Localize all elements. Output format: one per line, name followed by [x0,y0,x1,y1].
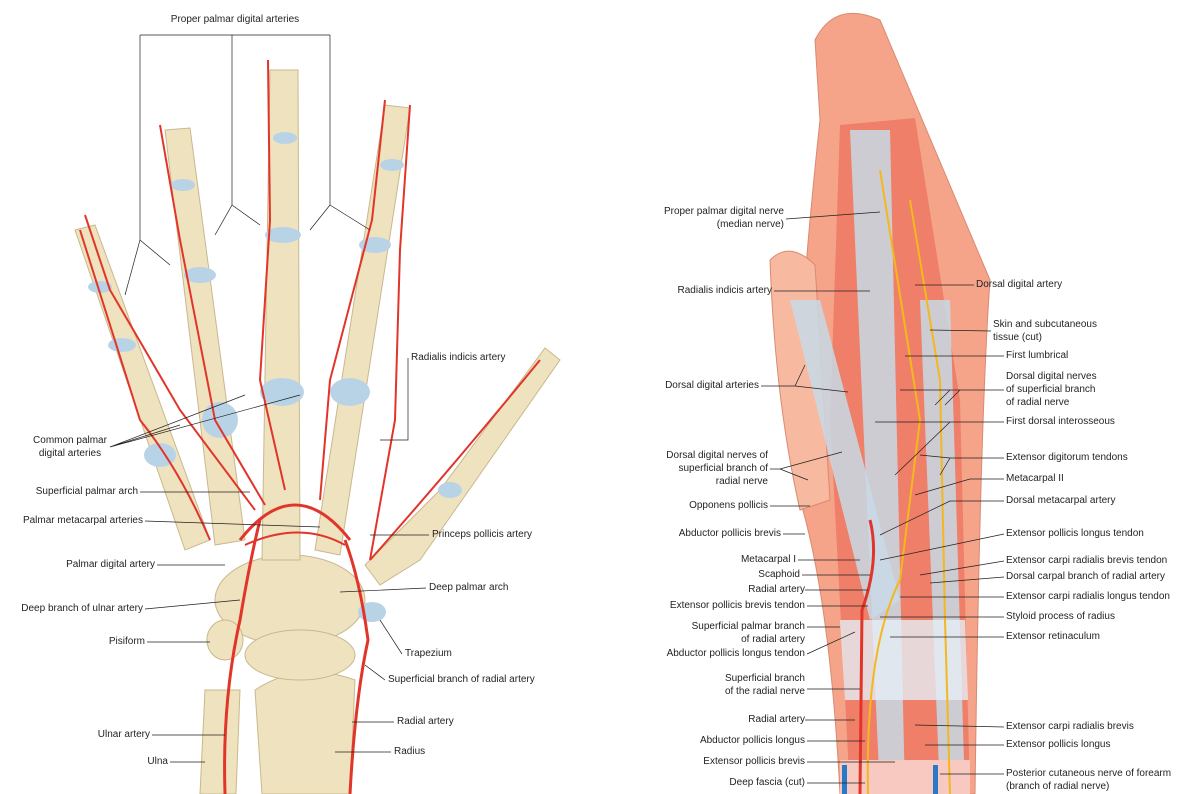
label-line: Dorsal digital nerves of [666,450,768,461]
nerve [866,169,922,794]
label-deep-palmar-arch: Deep palmar arch [429,582,509,593]
label-epb-tendon: Extensor pollicis brevis tendon [669,600,805,611]
label-deep-fascia: Deep fascia (cut) [729,777,805,788]
label-superficial-palmar-branch: Superficial palmar branch of radial arte… [692,620,805,646]
label-first-dorsal-interosseous: First dorsal interosseous [1006,416,1115,427]
ring-finger-bones [164,127,246,546]
label-proper-palmar-digital-arteries: Proper palmar digital arteries [170,14,300,25]
radius-bone [254,671,356,794]
label-superficial-branch-radial-artery: Superficial branch of radial artery [388,674,535,685]
label-metacarpal-ii: Metacarpal II [1006,473,1064,484]
label-line: Skin and subcutaneous [993,319,1097,330]
vein [842,765,847,794]
label-dorsal-digital-nerves-left: Dorsal digital nerves of superficial bra… [666,449,768,488]
label-radial-artery-2: Radial artery [748,714,805,725]
princeps-pollicis-path [369,359,541,561]
label-line: Posterior cutaneous nerve of forearm [1006,768,1172,779]
label-deep-branch-ulnar-artery: Deep branch of ulnar artery [21,603,143,614]
digital-artery-path [159,124,266,506]
thumb-bones [364,347,561,586]
label-abductor-pollicis-brevis: Abductor pollicis brevis [678,528,781,539]
label-extensor-digitorum-tendons: Extensor digitorum tendons [1006,452,1128,463]
label-superficial-palmar-arch: Superficial palmar arch [35,486,138,497]
label-epl: Extensor pollicis longus [1006,739,1111,750]
label-line: (median nerve) [716,219,784,230]
label-ulnar-artery: Ulnar artery [97,729,150,740]
label-posterior-cutaneous-nerve: Posterior cutaneous nerve of forearm (br… [1006,767,1171,793]
label-dorsal-digital-arteries: Dorsal digital arteries [665,380,759,391]
label-line: of the radial nerve [724,686,805,697]
nerve [909,199,951,794]
label-line: tissue (cut) [993,332,1042,343]
digital-artery-path [258,59,286,491]
superficial-palmar-arch-path [238,503,352,541]
label-line: (branch of radial nerve) [1006,781,1110,792]
label-apl-tendon: Abductor pollicis longus tendon [666,648,805,659]
label-radialis-indicis-artery: Radialis indicis artery [411,352,506,363]
label-radius: Radius [394,746,426,757]
left-hand-bones [74,69,561,794]
label-line: radial nerve [715,476,768,487]
radial-artery-right [858,519,876,794]
label-dorsal-carpal-branch: Dorsal carpal branch of radial artery [1006,571,1165,582]
ulnar-artery-path [223,519,262,794]
label-superficial-branch-radial-nerve: Superficial branch of the radial nerve [725,672,805,698]
label-first-lumbrical: First lumbrical [1006,350,1069,361]
carpal-bones [244,629,356,681]
label-radialis-indicis-artery-right: Radialis indicis artery [677,285,772,296]
label-line: of radial artery [741,634,805,645]
digital-artery-path [84,214,256,511]
label-line: superficial branch of [678,463,769,474]
extensor-retinaculum [840,620,968,700]
label-pisiform: Pisiform [108,636,145,647]
label-line: Dorsal digital nerves [1006,371,1097,382]
digital-artery-path [319,99,386,501]
right-hand [769,12,991,794]
label-extensor-retinaculum: Extensor retinaculum [1006,631,1100,642]
index-finger-bones [314,104,411,556]
label-skin-subcutaneous: Skin and subcutaneous tissue (cut) [993,318,1097,344]
label-dorsal-digital-nerves-right: Dorsal digital nerves of superficial bra… [1006,370,1097,409]
label-apl: Abductor pollicis longus [699,735,805,746]
label-ecrb-tendon: Extensor carpi radialis brevis tendon [1006,555,1168,566]
radial-artery-path [343,539,370,794]
label-line: Common palmar [33,435,107,446]
vein [933,765,938,794]
ulna-bone [199,689,241,794]
leader-lines [109,34,1005,784]
label-line: Superficial palmar branch [691,621,805,632]
label-radial-artery: Radial artery [397,716,454,727]
label-ulna: Ulna [147,756,168,767]
label-common-palmar-digital-arteries: Common palmar digital arteries [20,434,120,460]
label-princeps-pollicis-artery: Princeps pollicis artery [432,529,533,540]
label-line: Proper palmar digital nerve [663,206,784,217]
label-palmar-metacarpal-arteries: Palmar metacarpal arteries [22,515,143,526]
label-epb: Extensor pollicis brevis [703,756,805,767]
label-radial-artery-1: Radial artery [748,584,805,595]
label-line: Superficial branch [724,673,805,684]
label-metacarpal-i: Metacarpal I [740,554,796,565]
label-ecrb: Extensor carpi radialis brevis [1006,721,1134,732]
label-line: digital arteries [38,448,102,459]
label-trapezium: Trapezium [405,648,452,659]
radialis-indicis-path [369,104,411,561]
label-palmar-digital-artery: Palmar digital artery [66,559,155,570]
label-dorsal-metacarpal-artery: Dorsal metacarpal artery [1006,495,1116,506]
label-line: of radial nerve [1006,397,1070,408]
label-scaphoid: Scaphoid [758,569,800,580]
label-proper-palmar-digital-nerve: Proper palmar digital nerve (median nerv… [664,205,784,231]
label-line: of superficial branch [1006,384,1096,395]
label-epl-tendon: Extensor pollicis longus tendon [1006,528,1144,539]
label-dorsal-digital-artery: Dorsal digital artery [976,279,1063,290]
left-hand-cartilage [88,132,462,622]
deep-palmar-arch-path [244,531,346,546]
label-ecrl-tendon: Extensor carpi radialis longus tendon [1006,591,1170,602]
label-styloid-process: Styloid process of radius [1006,611,1115,622]
label-opponens-pollicis: Opponens pollicis [689,500,768,511]
